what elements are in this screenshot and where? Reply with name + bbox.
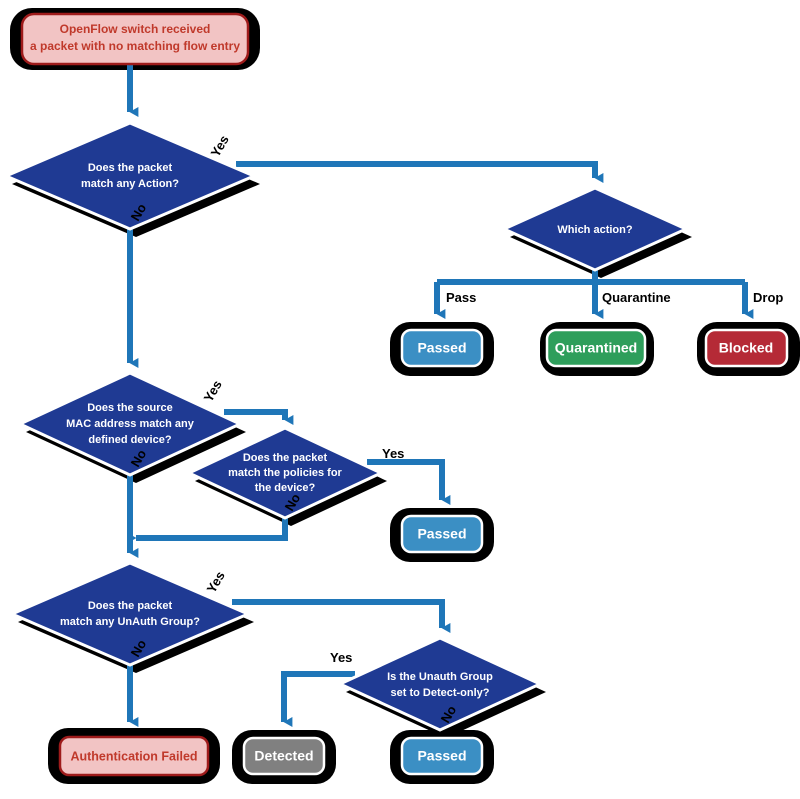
node-terminator-quarantined: Quarantined (545, 328, 647, 368)
node-terminator-passed-b: Passed (400, 514, 484, 554)
decision-mac-line-2: MAC address match any (66, 418, 195, 430)
node-decision-unauth: Does the packet match any UnAuth Group? (8, 561, 252, 667)
decision-unauth-line-2: match any UnAuth Group? (60, 616, 200, 628)
decision-which-label: Which action? (557, 224, 632, 236)
edge-label-unauth-yes: Yes (204, 569, 228, 596)
start-line-2: a packet with no matching flow entry (30, 39, 240, 53)
decision-detect-line-2: set to Detect-only? (390, 687, 489, 699)
decision-action-line-2: match any Action? (81, 178, 179, 190)
decision-unauth-line-1: Does the packet (88, 600, 173, 612)
terminator-passed-a-label: Passed (417, 340, 466, 356)
node-decision-detect-only: Is the Unauth Group set to Detect-only? (336, 636, 544, 732)
edge-label-which-drop: Drop (753, 290, 783, 305)
decision-mac-line-1: Does the source (87, 402, 173, 414)
node-start: OpenFlow switch received a packet with n… (20, 12, 250, 66)
node-terminator-passed-c: Passed (400, 736, 484, 776)
node-terminator-passed-a: Passed (400, 328, 484, 368)
edge-label-detect-yes: Yes (330, 650, 352, 665)
node-terminator-auth-failed: Authentication Failed (58, 735, 210, 777)
terminator-passed-c-label: Passed (417, 748, 466, 764)
decision-policies-line-3: the device? (255, 482, 316, 494)
node-terminator-blocked: Blocked (704, 328, 789, 368)
edge-label-policies-yes: Yes (382, 446, 404, 461)
edge-mac-yes (224, 409, 294, 425)
node-decision-action: Does the packet match any Action? (2, 121, 258, 231)
edge-unauth-yes (232, 599, 451, 633)
node-terminator-detected: Detected (242, 736, 326, 776)
edge-action-yes (236, 161, 604, 183)
node-decision-policies: Does the packet match the policies for t… (185, 426, 385, 520)
start-line-1: OpenFlow switch received (60, 22, 211, 36)
edge-policies-yes (367, 459, 451, 505)
terminator-quarantined-label: Quarantined (555, 340, 637, 356)
decision-mac-line-3: defined device? (88, 434, 171, 446)
node-decision-mac: Does the source MAC address match any de… (16, 371, 244, 477)
decision-detect-line-1: Is the Unauth Group (387, 671, 493, 683)
node-decision-which-action: Which action? (500, 186, 690, 272)
edge-label-which-quarantine: Quarantine (602, 290, 671, 305)
terminator-detected-label: Detected (254, 748, 313, 764)
edge-label-action-yes: Yes (208, 133, 232, 160)
edge-label-mac-yes: Yes (201, 378, 225, 405)
terminator-passed-b-label: Passed (417, 526, 466, 542)
decision-policies-line-2: match the policies for (228, 467, 342, 479)
decision-action-line-1: Does the packet (88, 162, 173, 174)
edge-label-which-pass: Pass (446, 290, 476, 305)
terminator-blocked-label: Blocked (719, 340, 773, 356)
decision-policies-line-1: Does the packet (243, 452, 328, 464)
terminator-auth-failed-label: Authentication Failed (70, 749, 197, 763)
edge-detect-yes (281, 671, 355, 727)
